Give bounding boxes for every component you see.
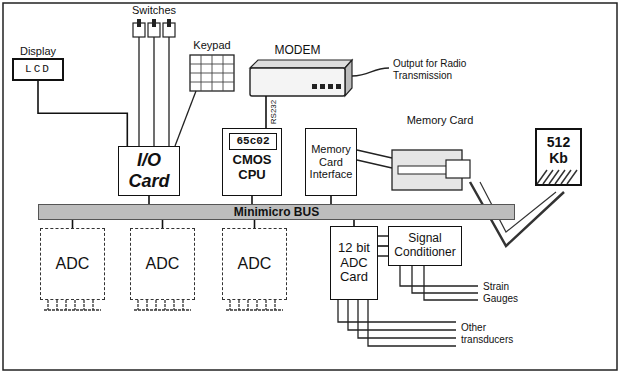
modem-side <box>345 60 352 96</box>
keypad-wire <box>175 91 196 146</box>
signal-conditioner: Signal Conditioner <box>388 226 462 266</box>
modem-lights <box>312 84 341 89</box>
frame <box>3 3 617 370</box>
switch-toggle <box>152 19 156 27</box>
memory-card-label: Memory Card <box>400 114 480 127</box>
connector <box>38 81 127 146</box>
sensor-label: Strain Gauges <box>483 281 543 304</box>
keypad-symbol <box>190 55 234 91</box>
node-label: 12 bit ADC Card <box>333 241 375 286</box>
memory-cable <box>357 150 392 168</box>
adc-card-slot: ADC <box>40 228 105 300</box>
radio-cable <box>352 68 389 76</box>
node-heading: Display <box>18 45 58 58</box>
modem-top <box>250 60 352 68</box>
strain-gauge-wires <box>400 266 478 300</box>
node-label: ADC <box>133 255 192 273</box>
adc-card-slot: ADC <box>130 228 195 300</box>
connector <box>265 96 267 128</box>
modem-front <box>250 68 345 96</box>
transducer-wires <box>338 300 456 346</box>
memory-card-interface: Memory Card Interface <box>305 128 357 196</box>
node-label: I/O Card <box>121 150 177 191</box>
card-slot <box>398 166 448 174</box>
node-label: 65c02 <box>230 135 276 147</box>
memory-card: 512 Kb <box>535 128 582 186</box>
connector <box>148 196 150 204</box>
node-label: CMOS CPU <box>225 153 279 183</box>
adc-card-slot: ADC <box>222 228 287 300</box>
system-bus: Minimicro BUS <box>38 204 515 220</box>
keypad-label: Keypad <box>184 39 240 52</box>
connector <box>330 196 332 204</box>
switch-toggle <box>167 19 171 27</box>
connector <box>72 220 74 228</box>
inserted-card <box>446 160 470 178</box>
output-note: Output for Radio Transmission <box>393 58 493 81</box>
connector <box>254 220 256 228</box>
adc-pins <box>134 300 191 310</box>
cpu-chip: 65c02 <box>229 133 277 150</box>
switch-wires <box>139 37 169 146</box>
card-hatch <box>537 170 577 184</box>
node-label: LCD <box>16 63 60 76</box>
connector <box>251 196 253 204</box>
adc-pins <box>44 300 101 310</box>
keypad-grid <box>190 55 234 91</box>
node-label: ADC <box>225 255 284 273</box>
cpu-card: CMOS CPU 65c02 <box>222 128 282 196</box>
node-label: Signal Conditioner <box>391 232 459 260</box>
adc-pins <box>226 300 283 310</box>
conditioner-wires <box>378 236 388 256</box>
node-label: 512 Kb <box>539 134 578 166</box>
connector <box>162 220 164 228</box>
io-card: I/O Card <box>118 146 180 196</box>
signal-name: RS232 <box>270 99 278 125</box>
sensor-label: Other transducers <box>461 322 541 345</box>
adc-card: 12 bit ADC Card <box>330 226 378 300</box>
node-label: Minimicro BUS <box>39 206 514 218</box>
node-heading: MODEM <box>273 44 323 58</box>
node-label: ADC <box>43 255 102 273</box>
switches-label: Switches <box>116 4 192 17</box>
modem-box: MODEM <box>250 68 345 96</box>
connector <box>378 245 388 247</box>
node-label: Memory Card Interface <box>308 143 354 181</box>
switch-toggle <box>137 19 141 27</box>
display-box: DisplayLCD <box>12 58 64 81</box>
